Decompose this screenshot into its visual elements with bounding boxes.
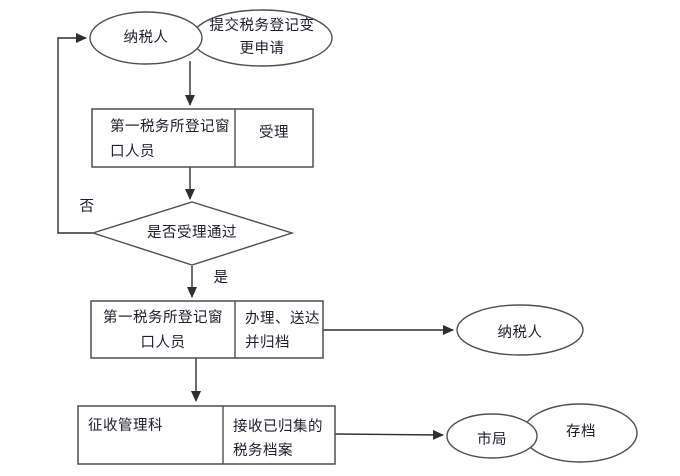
decision-question-label: 是否受理通过 — [147, 225, 237, 241]
accept-action-label: 受理 — [259, 125, 289, 141]
submit-application-label: 提交税务登记变 更申请 — [209, 18, 315, 57]
accept-actor-label: 第一税务所登记窗 口人员 — [110, 119, 230, 160]
archive-action-label: 接收已归集的 税务档案 — [233, 419, 323, 459]
edge-archive-to-bureau — [334, 429, 444, 440]
node-city-bureau-ellipse — [446, 413, 538, 459]
node-decision-diamond — [90, 201, 295, 266]
node-archive-rect — [77, 405, 336, 465]
edge-decision-no-loop — [57, 33, 93, 234]
taxpayer-start-label: 纳税人 — [123, 30, 169, 46]
decision-yes-label: 是 — [213, 270, 229, 286]
node-accept-rect — [91, 108, 314, 168]
archive-actor-label: 征收管理科 — [88, 418, 163, 434]
taxpayer-end-label: 纳税人 — [497, 325, 543, 341]
decision-no-label: 否 — [79, 199, 95, 215]
node-taxpayer-start-ellipse — [89, 11, 203, 65]
node-taxpayer-end-ellipse — [456, 304, 584, 356]
city-bureau-label: 市局 — [477, 432, 507, 448]
node-handle-rect — [90, 300, 324, 359]
handle-action-label: 办理、送达 并归档 — [245, 311, 320, 351]
handle-actor-label: 第一税务所登记窗 口人员 — [103, 310, 223, 351]
archive-store-label: 存档 — [566, 424, 596, 440]
